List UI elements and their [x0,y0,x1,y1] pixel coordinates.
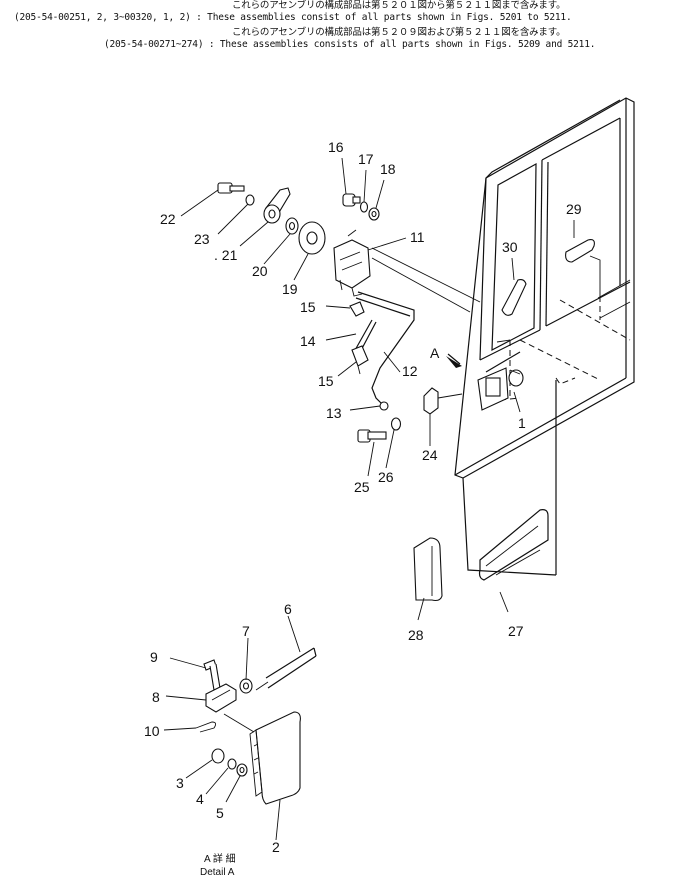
callout-15-upper: 15 [300,299,316,315]
part-4-washer [227,758,237,770]
note-jp-1: これらのアセンブリの構成部品は第５２０１図から第５２１１図まで含みます。 [232,0,566,11]
door-panel [371,97,635,576]
part-10-cotter [195,721,217,733]
callout-1: 1 [518,415,526,431]
callout-29: 29 [566,201,582,217]
part-15-clip-upper [349,301,365,317]
callout-14: 14 [300,333,316,349]
part-2-lock-cover [223,711,301,805]
part-17-washer [359,201,369,213]
part-18-nut [368,207,380,221]
callout-20: 20 [252,263,268,279]
note-en-1: (205-54-00251, 2, 3~00320, 1, 2) : These… [14,12,572,23]
callout-26: 26 [378,469,394,485]
detail-caption-en: Detail A [200,867,235,878]
part-3-nut [211,748,225,764]
part-8-clevis [205,683,237,713]
callout-2: 2 [272,839,280,855]
callout-19: 19 [282,281,298,297]
callout-9: 9 [150,649,158,665]
callout-10: 10 [144,723,160,739]
callout-15-lower: 15 [318,373,334,389]
part-16-bolt [342,193,361,207]
view-a-label: A [430,345,440,361]
part-28-cover-plate [413,537,443,602]
note-en-2: (205-54-00271~274) : These assemblies co… [104,39,596,50]
note-jp-2: これらのアセンブリの構成部品は第５２０９図および第５２１１図を含みます。 [232,27,566,38]
callout-21: . 21 [214,247,238,263]
callout-6: 6 [284,601,292,617]
part-30-latch [501,257,527,316]
part-27-trim-pocket [478,509,549,581]
callout-18: 18 [380,161,396,177]
part-19-knob [298,221,326,255]
callout-11: 11 [410,229,425,245]
part-29-handle [565,220,601,296]
callout-12: 12 [402,363,418,379]
part-26-washer [390,417,402,431]
part-21-lever [263,187,291,224]
callout-27: 27 [508,623,524,639]
part-6-rod [255,647,317,691]
callout-28: 28 [408,627,424,643]
callout-17: 17 [358,151,374,167]
part-25-bolt [357,429,387,443]
part-1-door-lock [477,367,524,413]
part-7-nut [239,678,253,694]
part-11-lock-bracket [333,229,371,297]
callout-13: 13 [326,405,342,421]
detail-caption-jp: A 詳 細 [204,852,236,865]
part-5-washer [236,763,248,777]
part-15-clip-lower [351,345,369,375]
callout-16: 16 [328,139,344,155]
callout-8: 8 [152,689,160,705]
callout-25: 25 [354,479,370,495]
view-a-arrow [446,353,462,368]
callout-4: 4 [196,791,204,807]
part-23-washer [245,194,255,206]
callout-22: 22 [160,211,176,227]
part-9-pin [203,659,221,691]
header-notes: これらのアセンブリの構成部品は第５２０１図から第５２１１図まで含みます。 (20… [0,0,697,56]
part-22-bolt [217,182,245,194]
callout-7: 7 [242,623,250,639]
part-24-striker [423,387,463,415]
callout-3: 3 [176,775,184,791]
part-13-clip [379,401,389,411]
callout-23: 23 [194,231,210,247]
callout-30: 30 [502,239,518,255]
callout-24: 24 [422,447,438,463]
callout-5: 5 [216,805,224,821]
part-12-rod [355,291,415,405]
part-20-ring [285,217,299,235]
